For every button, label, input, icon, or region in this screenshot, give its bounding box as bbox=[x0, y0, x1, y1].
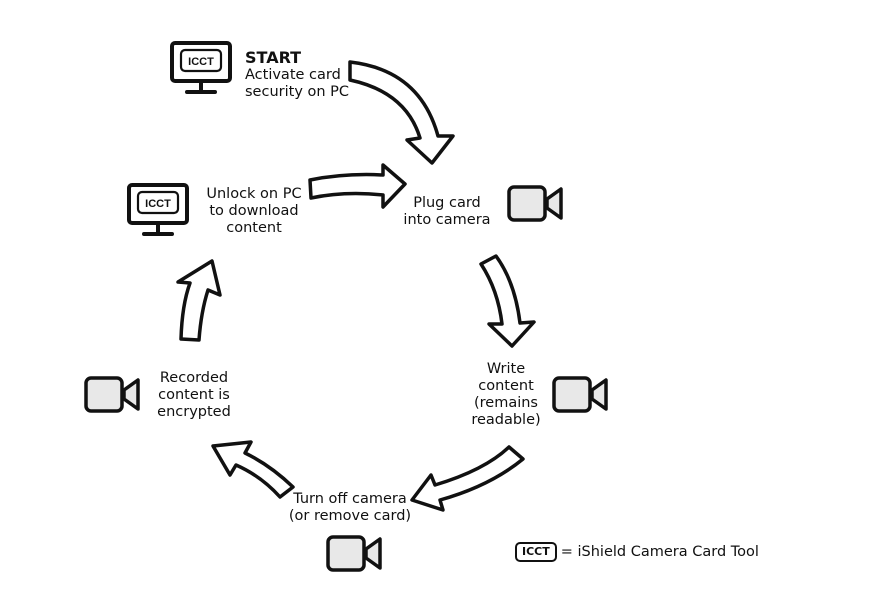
video-camera-icon bbox=[507, 185, 563, 222]
turnoff-step-label: Turn off camera (or remove card) bbox=[280, 491, 420, 525]
write-line: (remains bbox=[473, 395, 538, 411]
start-title: START bbox=[245, 48, 302, 67]
unlock-line: content bbox=[226, 220, 282, 236]
arrow-plug-to-write bbox=[479, 254, 536, 348]
legend-text: = iShield Camera Card Tool bbox=[560, 544, 759, 560]
arrow-write-to-turnoff bbox=[410, 445, 525, 512]
arrow-start-to-plug bbox=[348, 60, 455, 165]
turnoff-line: Turn off camera bbox=[293, 491, 407, 507]
unlock-line: Unlock on PC bbox=[206, 186, 302, 202]
icct-badge-text: ICCT bbox=[145, 198, 171, 210]
legend-badge: ICCT bbox=[515, 542, 557, 562]
monitor-icon: ICCT bbox=[170, 41, 232, 94]
write-line: readable) bbox=[471, 412, 541, 428]
recorded-step-label: Recorded content is encrypted bbox=[148, 370, 240, 421]
start-line: security on PC bbox=[245, 84, 350, 100]
turnoff-line: (or remove card) bbox=[288, 508, 412, 524]
video-camera-icon bbox=[326, 535, 382, 572]
legend: ICCT = iShield Camera Card Tool bbox=[515, 541, 759, 563]
plug-line: into camera bbox=[403, 212, 491, 228]
arrow-unlock-to-plug bbox=[308, 163, 407, 209]
video-camera-icon bbox=[552, 376, 608, 413]
video-camera-icon bbox=[84, 376, 140, 413]
icct-badge-text: ICCT bbox=[188, 56, 214, 68]
plug-step-label: Plug card into camera bbox=[395, 195, 499, 229]
recorded-line: Recorded bbox=[159, 370, 229, 386]
recorded-line: content is bbox=[158, 387, 230, 403]
plug-line: Plug card bbox=[413, 195, 481, 211]
start-step-label: START Activate card security on PC bbox=[245, 48, 349, 101]
write-line: content bbox=[478, 378, 534, 394]
unlock-step-label: Unlock on PC to download content bbox=[200, 186, 308, 237]
unlock-line: to download bbox=[209, 203, 299, 219]
monitor-icon: ICCT bbox=[127, 183, 189, 236]
arrow-turnoff-to-recorded bbox=[211, 440, 295, 499]
write-step-label: Write content (remains readable) bbox=[463, 361, 549, 429]
start-line: Activate card bbox=[245, 67, 341, 83]
recorded-line: encrypted bbox=[157, 404, 231, 420]
write-line: Write bbox=[486, 361, 526, 377]
arrow-recorded-to-unlock bbox=[176, 259, 222, 342]
